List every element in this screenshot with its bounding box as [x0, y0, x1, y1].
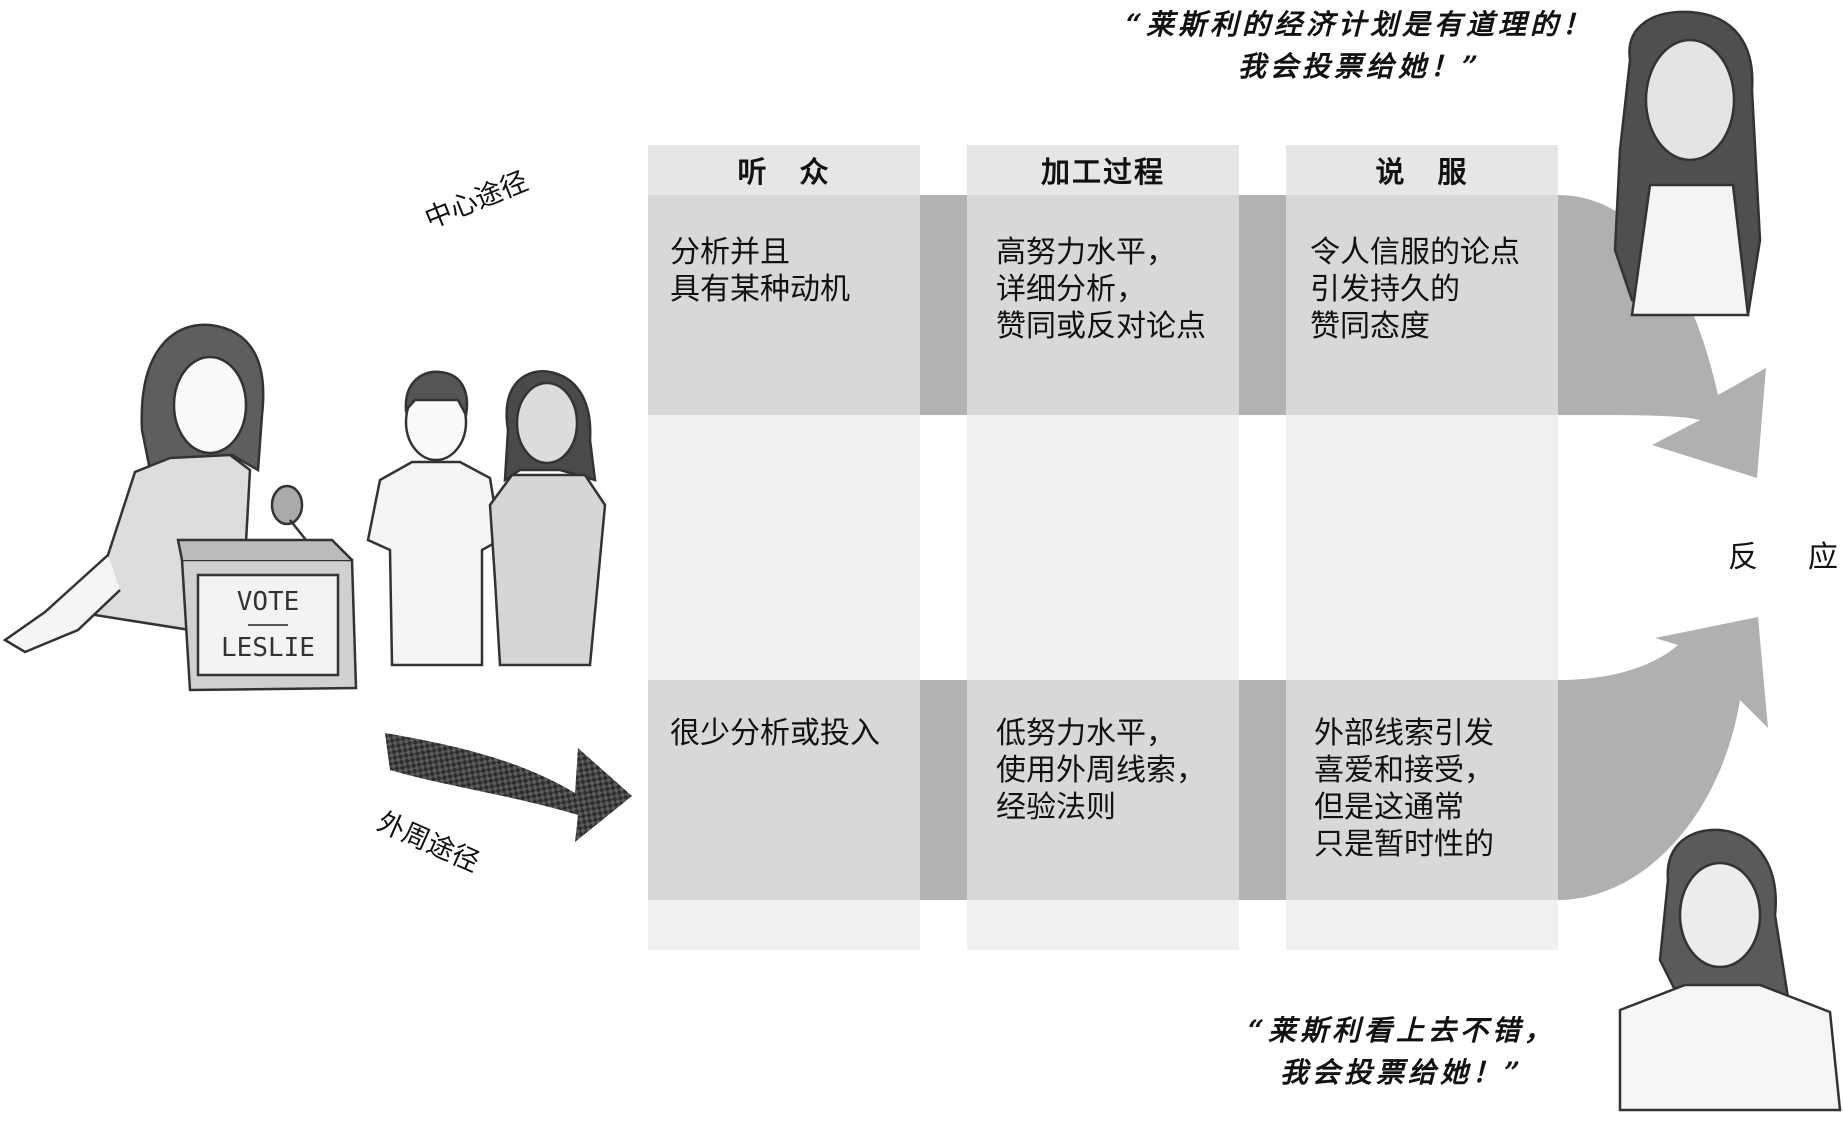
- peripheral-connector-1: [920, 680, 967, 900]
- peripheral-route-arrow: [385, 733, 632, 842]
- central-processing-text: 高努力水平， 详细分析， 赞同或反对论点: [996, 235, 1206, 344]
- speaker-illustration: [2, 323, 607, 692]
- peripheral-cell-persuasion: [1286, 680, 1558, 900]
- central-outcome-arrow: [1558, 195, 1766, 478]
- header-processing: 加工过程: [967, 145, 1239, 195]
- podium-sign: VOTE LESLIE: [198, 580, 338, 670]
- peripheral-persuasion-text: 外部线索引发 喜爱和接受， 但是这通常 只是暂时性的: [1314, 716, 1494, 862]
- peripheral-connector-2: [1239, 680, 1286, 900]
- podium-sign-line1: VOTE: [236, 587, 300, 617]
- peripheral-processing-text: 低努力水平， 使用外周线索， 经验法则: [996, 716, 1206, 825]
- central-quote: “莱斯利的经济计划是有道理的！ 我会投票给她！”: [1125, 8, 1595, 83]
- central-persuasion-text: 令人信服的论点 引发持久的 赞同态度: [1310, 235, 1520, 344]
- peripheral-cell-audience: [648, 680, 920, 900]
- central-row: [648, 195, 1558, 415]
- peripheral-row: [648, 680, 1558, 900]
- podium-sign-divider: [248, 624, 288, 626]
- peripheral-cell-processing: [967, 680, 1239, 900]
- podium-sign-line2: LESLIE: [221, 633, 315, 663]
- peripheral-responder-illustration: [1618, 828, 1842, 1112]
- central-connector-1: [920, 195, 967, 415]
- central-responder-illustration: [1613, 10, 1762, 317]
- peripheral-audience-text: 很少分析或投入: [670, 716, 880, 751]
- central-connector-2: [1239, 195, 1286, 415]
- central-cell-persuasion: [1286, 195, 1558, 415]
- response-label: 反 应: [1728, 540, 1843, 575]
- header-audience: 听 众: [648, 145, 920, 195]
- central-cell-processing: [967, 195, 1239, 415]
- peripheral-quote: “莱斯利看上去不错， 我会投票给她！”: [1247, 1014, 1557, 1089]
- peripheral-outcome-arrow: [1558, 617, 1768, 900]
- central-audience-text: 分析并且 具有某种动机: [670, 235, 850, 307]
- header-persuasion: 说 服: [1286, 145, 1558, 195]
- central-cell-audience: [648, 195, 920, 415]
